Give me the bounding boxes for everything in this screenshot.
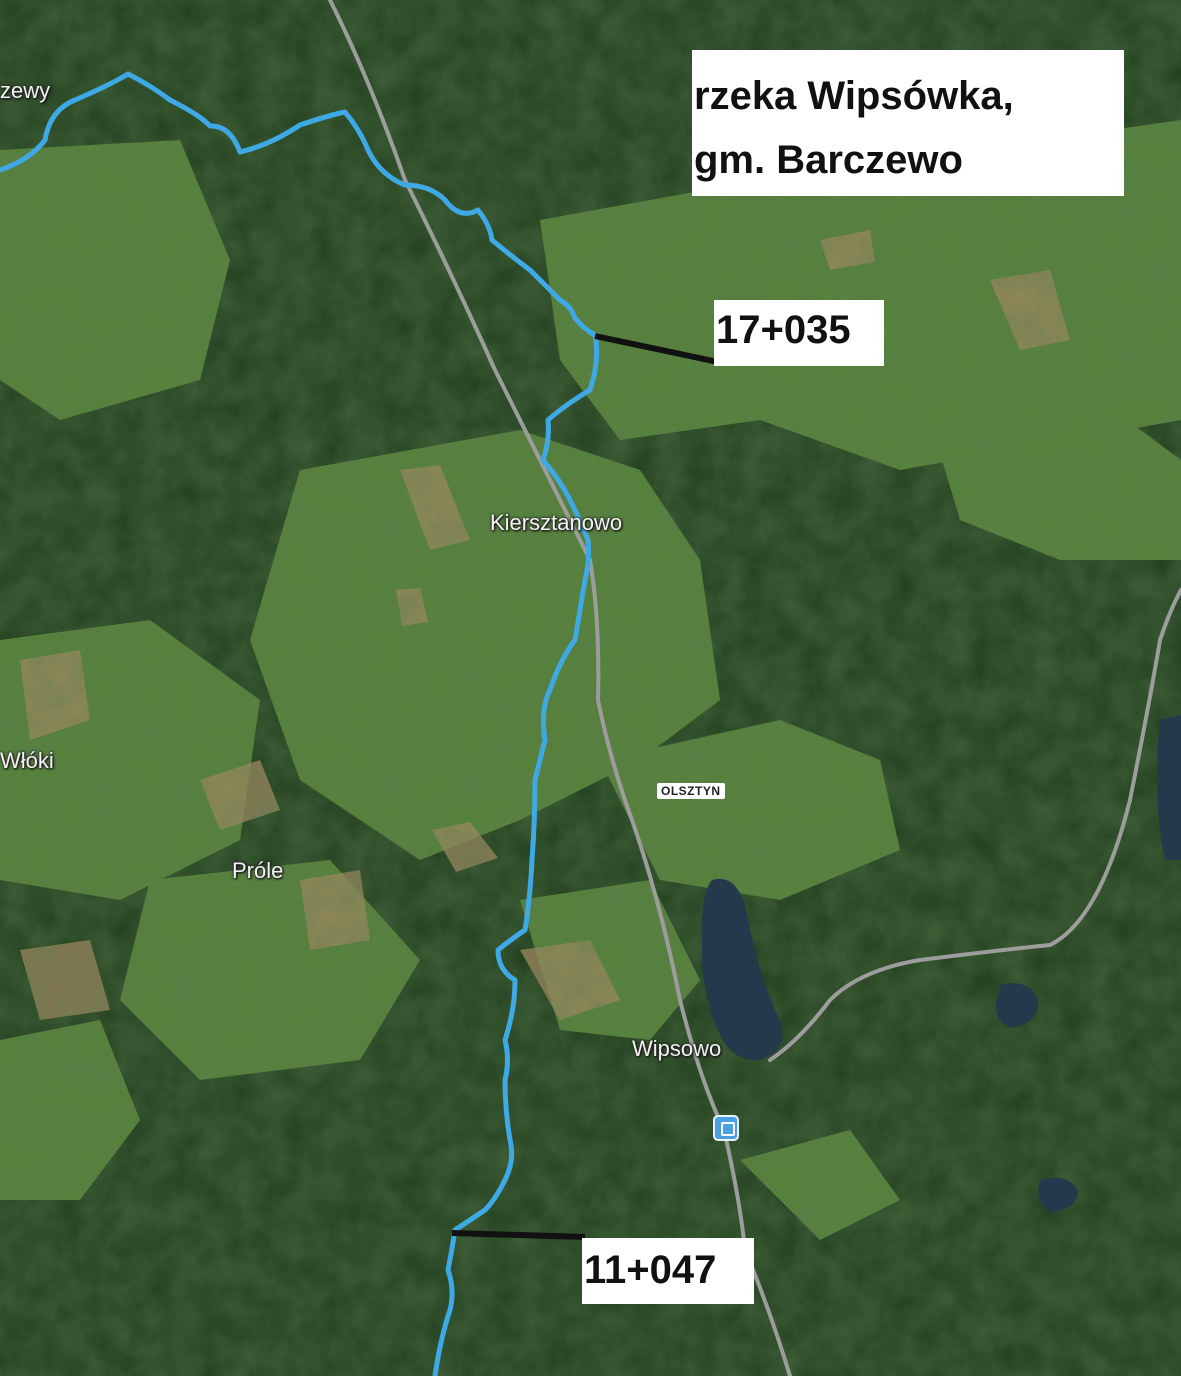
place-label-wloki: Włóki — [0, 748, 54, 773]
marker-line-downstream — [451, 1230, 586, 1240]
marker-line-upstream — [594, 333, 719, 365]
title-line-1: rzeka Wipsówka, — [694, 74, 1014, 118]
region-label: OLSZTYN — [657, 783, 725, 799]
place-label-prole: Próle — [232, 858, 284, 883]
map-title: rzeka Wipsówka, gm. Barczewo — [692, 50, 1124, 196]
place-label-kiersztanowo: Kiersztanowo — [490, 510, 623, 535]
km-marker-downstream: 11+047 — [582, 1238, 754, 1304]
title-line-2: gm. Barczewo — [694, 138, 963, 182]
lakes — [701, 715, 1181, 1212]
km-marker-upstream: 17+035 — [714, 300, 884, 366]
place-label-wipsowo: Wipsowo — [632, 1036, 722, 1061]
bus-stop-icon[interactable] — [713, 1115, 739, 1141]
river-wipsowka — [0, 71, 600, 1376]
roads — [328, 0, 1181, 1376]
place-label-partial: zewy — [0, 78, 51, 103]
